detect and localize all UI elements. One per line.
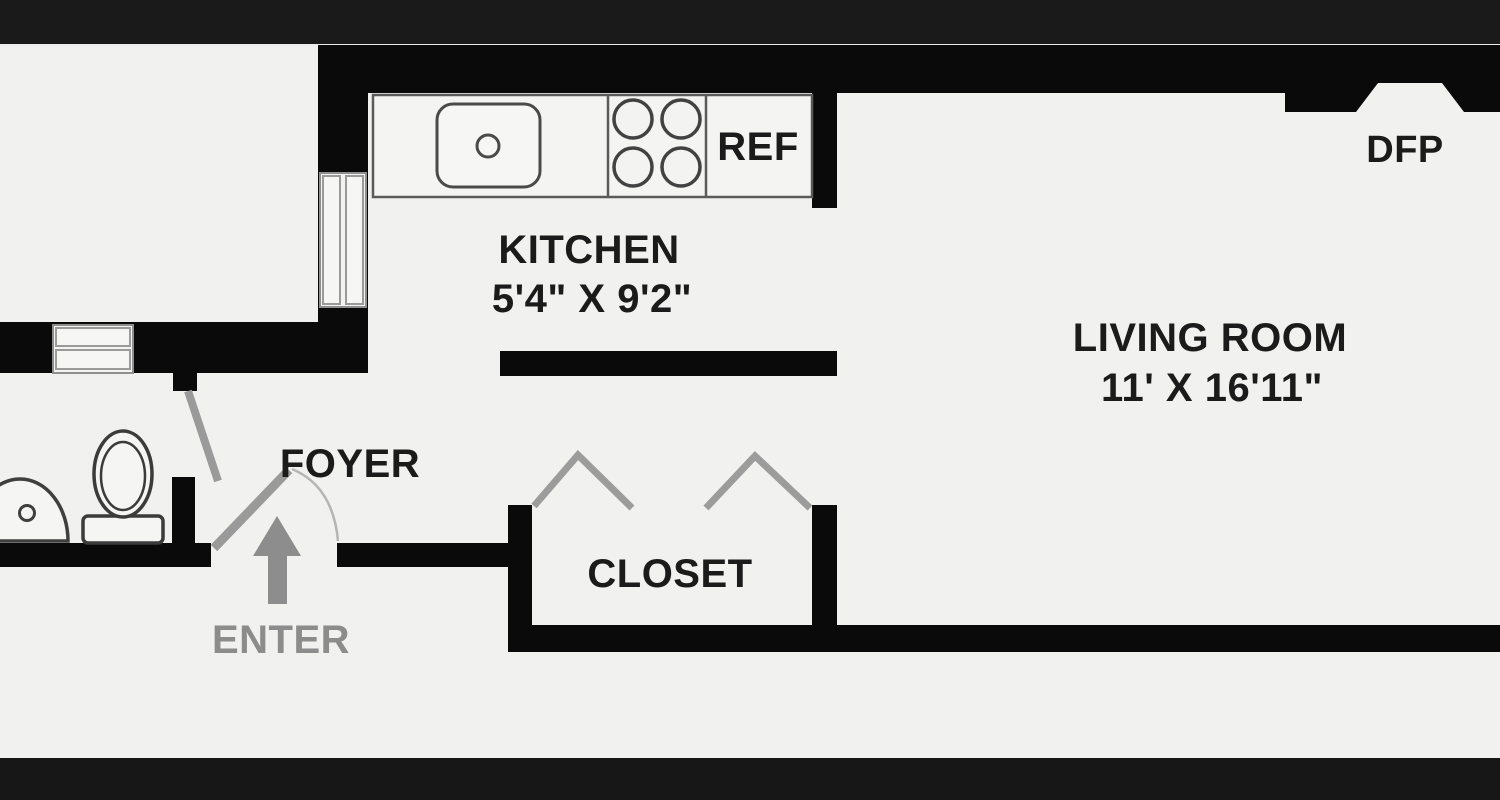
doors bbox=[184, 389, 813, 552]
window-left-room-bottom bbox=[52, 324, 134, 374]
wall-bathroom-right bbox=[172, 477, 195, 544]
room-labels: KITCHEN 5'4" X 9'2" LIVING ROOM 11' X 16… bbox=[212, 129, 1444, 662]
living-room-dimensions: 11' X 16'11" bbox=[1101, 366, 1323, 410]
wall-top-right-with-fireplace-notch bbox=[1285, 45, 1500, 112]
window-pane bbox=[55, 327, 131, 347]
wall-kitchen-right bbox=[812, 45, 837, 208]
kitchen-dimensions: 5'4" X 9'2" bbox=[492, 277, 692, 321]
closet-label: CLOSET bbox=[587, 552, 752, 596]
bottom-border-band bbox=[0, 758, 1500, 800]
window-pane bbox=[322, 175, 341, 305]
bathroom bbox=[0, 429, 165, 545]
kitchen-counter: REF bbox=[371, 93, 814, 199]
wall-foyer-bottom bbox=[337, 543, 515, 567]
decorative-fireplace-label: DFP bbox=[1366, 129, 1444, 171]
foyer-label: FOYER bbox=[280, 442, 420, 486]
enter-label: ENTER bbox=[212, 618, 350, 662]
entry-door-swing-arc-icon bbox=[291, 467, 340, 542]
bathroom-door-leaf-icon bbox=[184, 389, 222, 483]
walls bbox=[0, 45, 1500, 652]
window-pane bbox=[55, 349, 131, 370]
refrigerator-label: REF bbox=[717, 125, 799, 169]
kitchen-sink-icon bbox=[435, 102, 542, 189]
stove-burners-icon bbox=[612, 98, 702, 188]
top-border-band bbox=[0, 0, 1500, 44]
wall-bathroom-bottom bbox=[0, 543, 211, 567]
living-room-label: LIVING ROOM bbox=[1073, 316, 1347, 360]
closet-bifold-door-icon bbox=[703, 451, 813, 511]
toilet-icon bbox=[81, 429, 165, 545]
entry-door-leaf-icon bbox=[210, 466, 293, 552]
window-left-room-right bbox=[319, 172, 367, 308]
wall-bathroom-door-stub bbox=[173, 373, 197, 391]
wall-top-kitchen-living bbox=[318, 45, 1285, 93]
wall-bottom-living bbox=[508, 625, 1500, 652]
pedestal-sink-icon bbox=[0, 477, 70, 543]
wall-kitchen-living-divider bbox=[500, 351, 837, 376]
window-pane bbox=[345, 175, 364, 305]
kitchen-label: KITCHEN bbox=[498, 228, 679, 272]
closet-bifold-door-icon bbox=[531, 449, 635, 511]
enter-arrow-icon bbox=[253, 516, 301, 604]
